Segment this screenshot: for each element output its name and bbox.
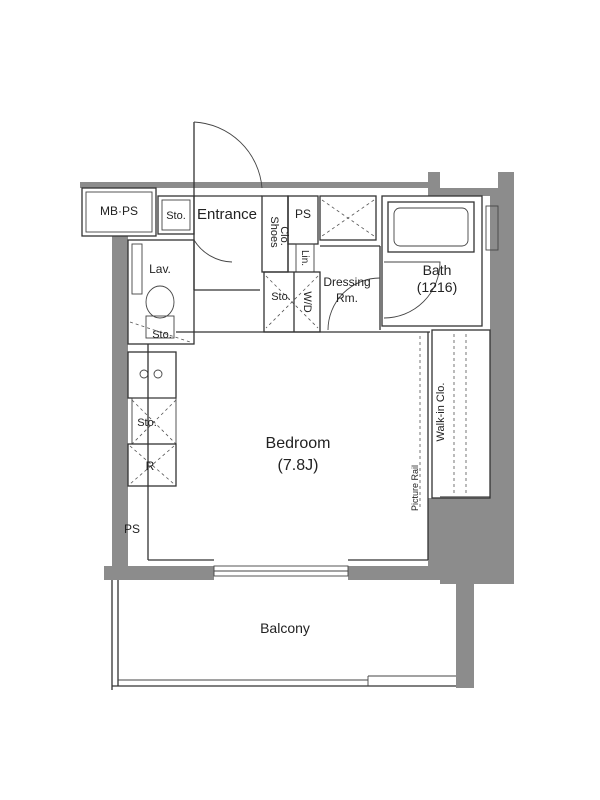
label-picture-rail: Picture Rail: [410, 465, 420, 511]
label-storage-toilet: Sto.: [152, 329, 172, 341]
label-dressing-2: Rm.: [336, 291, 358, 305]
label-storage-kitchen: Sto.: [137, 417, 157, 429]
label-entrance: Entrance: [197, 206, 257, 223]
label-walk-in-closet: Walk-in Clo.: [435, 383, 447, 442]
room-labels: MB·PS Sto. Entrance Shoes Clo. PS Lin. L…: [100, 204, 457, 636]
label-ps-left: PS: [124, 522, 140, 536]
label-lavatory: Lav.: [149, 262, 171, 276]
structural-walls: [80, 172, 514, 688]
interior-lines: [81, 121, 499, 690]
label-storage-entrance: Sto.: [166, 210, 186, 222]
label-shoes-closet-1: Shoes: [268, 216, 280, 248]
label-dressing-1: Dressing: [323, 275, 370, 289]
label-refrigerator: R: [146, 459, 155, 473]
label-shoes-closet-2: Clo.: [278, 226, 290, 246]
label-storage-wd: Sto.: [271, 291, 291, 303]
label-bath: Bath: [423, 262, 452, 278]
label-balcony: Balcony: [260, 620, 310, 636]
label-ps-top: PS: [295, 207, 311, 221]
label-bedroom: Bedroom: [266, 435, 331, 452]
label-bath-size: (1216): [417, 279, 457, 295]
label-washer-dryer: W/D: [301, 291, 313, 312]
label-mb-ps: MB·PS: [100, 204, 138, 218]
label-bedroom-size: (7.8J): [278, 457, 319, 474]
label-linen: Lin.: [299, 250, 310, 266]
